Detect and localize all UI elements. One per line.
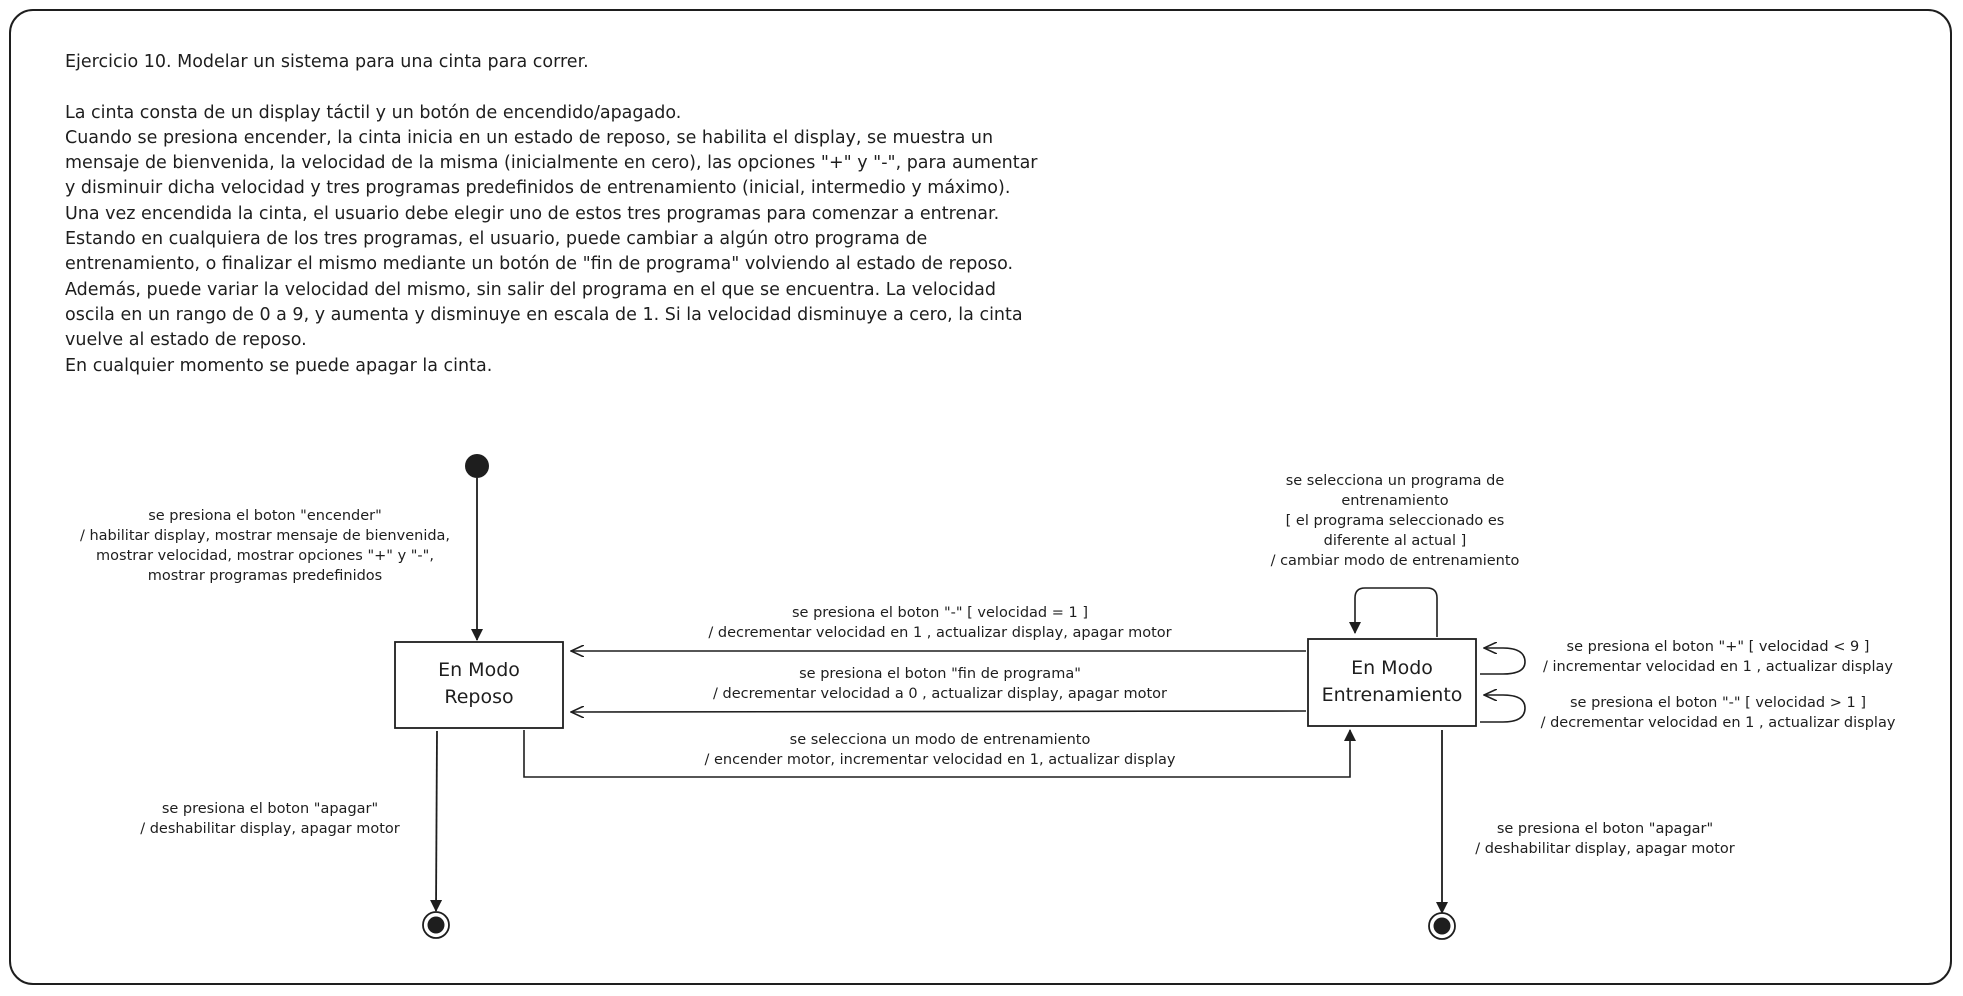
transition-fin-programa-arrow (571, 711, 1307, 712)
statement-line: Además, puede variar la velocidad del mi… (65, 279, 996, 300)
transition-apagar-entrenamiento-label: se presiona el boton "apagar" / deshabil… (1475, 821, 1735, 857)
final-state-entrenamiento (1428, 912, 1456, 940)
transition-apagar-reposo-arrow (430, 730, 443, 912)
transition-menos-label: se presiona el boton "-" [ velocidad > 1… (1540, 695, 1896, 731)
state-entrenamiento-label: En Modo Entrenamiento (1321, 657, 1463, 706)
transition-menos-loop (1480, 695, 1526, 723)
statement-line: oscila en un rango de 0 a 9, y aumenta y… (65, 304, 1023, 325)
final-state-reposo (422, 911, 450, 939)
transition-initial-label: se presiona el boton "encender" / habili… (79, 508, 451, 584)
transition-mas-label: se presiona el boton "+" [ velocidad < 9… (1543, 639, 1893, 675)
exercise-title: Ejercicio 10. Modelar un sistema para un… (65, 52, 589, 72)
state-reposo-label: En Modo Reposo (438, 659, 520, 708)
statement-line: mensaje de bienvenida, la velocidad de l… (65, 153, 1038, 174)
statement-line: En cualquier momento se puede apagar la … (65, 355, 493, 376)
statement-line: Estando en cualquiera de los tres progra… (65, 229, 928, 250)
exercise-statement: Ejercicio 10. Modelar un sistema para un… (65, 50, 1215, 379)
canvas-frame (9, 9, 1952, 985)
transition-mas-loop (1480, 648, 1526, 675)
statement-line: Una vez encendida la cinta, el usuario d… (65, 203, 1000, 224)
statement-line: y disminuir dicha velocidad y tres progr… (65, 178, 1011, 199)
transition-seleccion-modo-label: se selecciona un modo de entrenamiento /… (704, 732, 1176, 768)
transition-cambio-programa-label: se selecciona un programa de entrenamien… (1270, 473, 1520, 569)
statement-line: entrenamiento, o finalizar el mismo medi… (65, 254, 1014, 275)
transition-fin-programa-label: se presiona el boton "fin de programa" /… (713, 666, 1167, 702)
transition-cambio-programa-loop (1349, 587, 1438, 637)
transition-menos-igual-1-label: se presiona el boton "-" [ velocidad = 1… (708, 605, 1172, 641)
statement-line: vuelve al estado de reposo. (65, 330, 307, 351)
transition-seleccion-modo-arrow (523, 729, 1356, 778)
transition-apagar-reposo-label: se presiona el boton "apagar" / deshabil… (140, 801, 400, 837)
statement-line: Cuando se presiona encender, la cinta in… (65, 127, 994, 148)
state-entrenamiento-box (1307, 638, 1477, 727)
initial-state-node (465, 454, 489, 478)
statement-line: La cinta consta de un display táctil y u… (65, 102, 682, 123)
state-reposo-box (394, 641, 564, 729)
